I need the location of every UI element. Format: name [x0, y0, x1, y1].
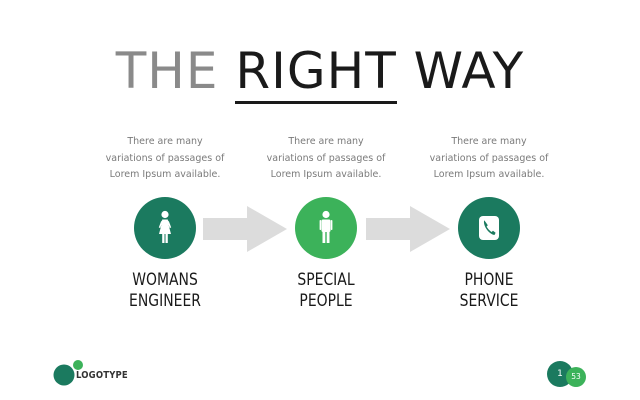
- woman-icon: [158, 210, 172, 243]
- step-3-label-line-2: SERVICE: [459, 291, 519, 311]
- step-3-description-line-2: variations of passages of: [429, 152, 549, 164]
- phone-icon: [479, 216, 499, 240]
- step-2-label-line-2: PEOPLE: [299, 291, 353, 311]
- title-part-the: THE: [115, 42, 236, 100]
- step-2-circle: [295, 197, 357, 259]
- step-2-description-line-3: Lorem Ipsum available.: [270, 169, 382, 180]
- title-part-right: RIGHT: [235, 42, 397, 104]
- step-1-description: There are many variations of passages of…: [90, 134, 240, 184]
- step-2-label: SPECIAL PEOPLE: [265, 270, 388, 312]
- step-2-description: There are many variations of passages of…: [251, 134, 401, 184]
- arrow-right-icon-2: [366, 206, 450, 252]
- step-1-label-line-1: WOMANS: [132, 270, 198, 290]
- total-pages-badge: 53: [566, 367, 586, 387]
- step-3-circle: [458, 197, 520, 259]
- title-part-way: WAY: [396, 42, 525, 100]
- man-icon: [319, 210, 333, 243]
- step-1-description-line-3: Lorem Ipsum available.: [109, 169, 221, 180]
- step-1-circle: [134, 197, 196, 259]
- step-2-label-line-1: SPECIAL: [297, 270, 355, 290]
- logo-text: LOGOTYPE: [76, 370, 128, 381]
- step-3-description-line-1: There are many: [451, 136, 527, 147]
- slide-title: THE RIGHT WAY: [0, 38, 640, 104]
- step-3-label-line-1: PHONE: [464, 270, 514, 290]
- step-3-label: PHONE SERVICE: [428, 270, 551, 312]
- arrow-right-icon-1: [203, 206, 287, 252]
- step-1-label: WOMANS ENGINEER: [104, 270, 227, 312]
- step-2-description-line-2: variations of passages of: [266, 152, 386, 164]
- step-1-description-line-2: variations of passages of: [105, 152, 225, 164]
- logo-icon: [53, 360, 83, 386]
- step-3-description-line-3: Lorem Ipsum available.: [433, 169, 545, 180]
- step-1-label-line-2: ENGINEER: [129, 291, 201, 311]
- step-1-description-line-1: There are many: [127, 136, 203, 147]
- step-3-description: There are many variations of passages of…: [414, 134, 564, 184]
- step-2-description-line-1: There are many: [288, 136, 364, 147]
